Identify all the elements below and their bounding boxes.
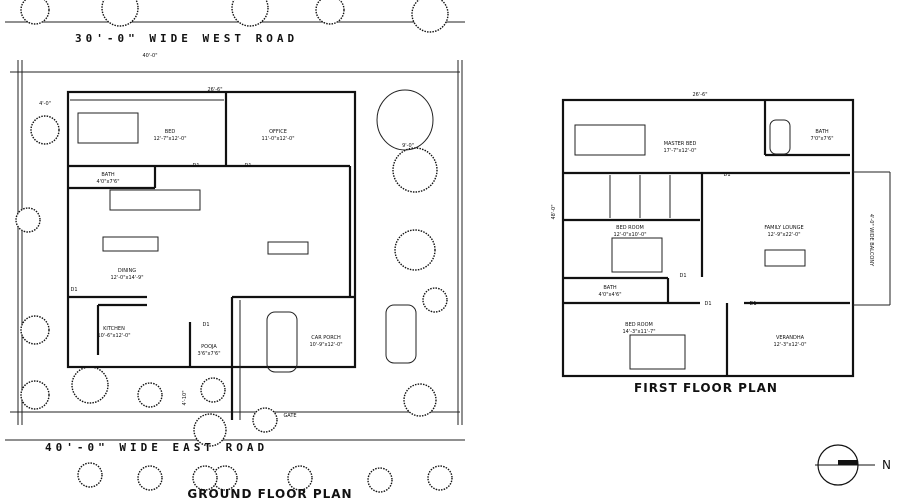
dim-left: 4'-0"	[39, 101, 51, 107]
door-label: D1	[704, 301, 711, 307]
room-label-text: BED	[165, 129, 176, 135]
door-label: D1	[679, 273, 686, 279]
room-label-text: 12'-3"x12'-0"	[773, 342, 806, 348]
room-label-text: 7'0"x7'6"	[810, 136, 833, 142]
tree-icon	[231, 0, 269, 27]
dim-side: 9'-0"	[402, 143, 414, 149]
room-label-text: 14'-3"x11'-7"	[622, 329, 655, 335]
tree-icon	[287, 465, 313, 491]
room-label-text: VERANDHA	[776, 335, 805, 341]
east-road-label: 40'-0" WIDE EAST ROAD	[45, 441, 268, 454]
room-label-text: 10'-6"x12'-0"	[97, 333, 130, 339]
ground-floor-walls	[66, 89, 434, 420]
room-label-text: 4'0"x7'6"	[96, 179, 119, 185]
tree-icon	[77, 462, 103, 488]
room-label-text: MASTER BED	[664, 141, 697, 147]
tree-icon	[20, 380, 50, 410]
room-label-text: 12'-7"x12'-0"	[153, 136, 186, 142]
door-label: D1	[749, 301, 756, 307]
room-label-text: BED ROOM	[616, 225, 644, 231]
tree-icon	[20, 315, 50, 345]
tree-icon	[411, 0, 449, 33]
tree-icon	[392, 147, 438, 193]
tree-icon	[200, 377, 226, 403]
tree-icon	[137, 465, 163, 491]
first-floor-title: FIRST FLOOR PLAN	[634, 381, 778, 395]
ground-floor-title: GROUND FLOOR PLAN	[187, 487, 352, 500]
tree-icon	[137, 382, 163, 408]
tree-icon	[252, 407, 278, 433]
tree-icon	[427, 465, 453, 491]
tree-icon	[394, 229, 436, 271]
room-label-text: 10'-9"x12'-0"	[309, 342, 342, 348]
tree-icon	[193, 413, 227, 447]
door-label: D1	[723, 172, 730, 178]
room-label-text: CAR PORCH	[311, 335, 341, 341]
tree-icon	[30, 115, 60, 145]
door-label: D1	[202, 322, 209, 328]
room-label-text: BATH	[603, 285, 617, 291]
gate-label: GATE	[283, 413, 296, 419]
tree-icon	[367, 467, 393, 493]
room-label-text: BATH	[101, 172, 115, 178]
room-label-text: 3'6"x7'6"	[197, 351, 220, 357]
dim-front: 4'-10"	[182, 390, 188, 405]
room-label-text: 17'-7"x12'-0"	[663, 148, 696, 154]
tree-icon	[212, 465, 238, 491]
room-label-text: OFFICE	[269, 129, 287, 135]
dim-ff-left: 48'-0"	[551, 204, 557, 219]
tree-icon	[71, 366, 109, 404]
tree-icon	[422, 287, 448, 313]
tree-icon	[20, 0, 50, 25]
dim-ff-top: 26'-6"	[692, 92, 707, 98]
door-label: D1	[70, 287, 77, 293]
first-floor-walls	[561, 98, 891, 378]
tree-icon	[101, 0, 139, 27]
landscape-trees	[15, 0, 453, 493]
tree-icon	[403, 383, 437, 417]
room-label-text: 11'-0"x12'-0"	[261, 136, 294, 142]
room-label-text: BED ROOM	[625, 322, 653, 328]
tree-icon	[315, 0, 345, 25]
door-label: D1	[192, 163, 199, 169]
dim-gf-top: 26'-6"	[207, 87, 222, 93]
room-label-text: 12'-0"x10'-0"	[613, 232, 646, 238]
plot-boundary	[5, 21, 465, 441]
room-label-text: 12'-9"x22'-0"	[767, 232, 800, 238]
room-label-text: KITCHEN	[103, 326, 125, 332]
room-label-text: POOJA	[201, 344, 217, 350]
room-label-text: FAMILY LOUNGE	[764, 225, 803, 231]
tree-icon	[15, 207, 41, 233]
dim-plot-top: 40'-0"	[142, 53, 157, 59]
west-road-label: 30'-0" WIDE WEST ROAD	[75, 32, 298, 45]
room-label-text: DINING	[118, 268, 136, 274]
north-arrow-icon: N	[815, 444, 891, 486]
room-label-text: 12'-0"x14'-9"	[110, 275, 143, 281]
balcony-label: 4'-0" WIDE BALCONY	[868, 214, 874, 267]
tree-icon	[192, 465, 218, 491]
door-label: D1	[244, 163, 251, 169]
room-label-text: 4'0"x4'6"	[598, 292, 621, 298]
north-label: N	[882, 458, 891, 472]
room-label-text: BATH	[815, 129, 829, 135]
